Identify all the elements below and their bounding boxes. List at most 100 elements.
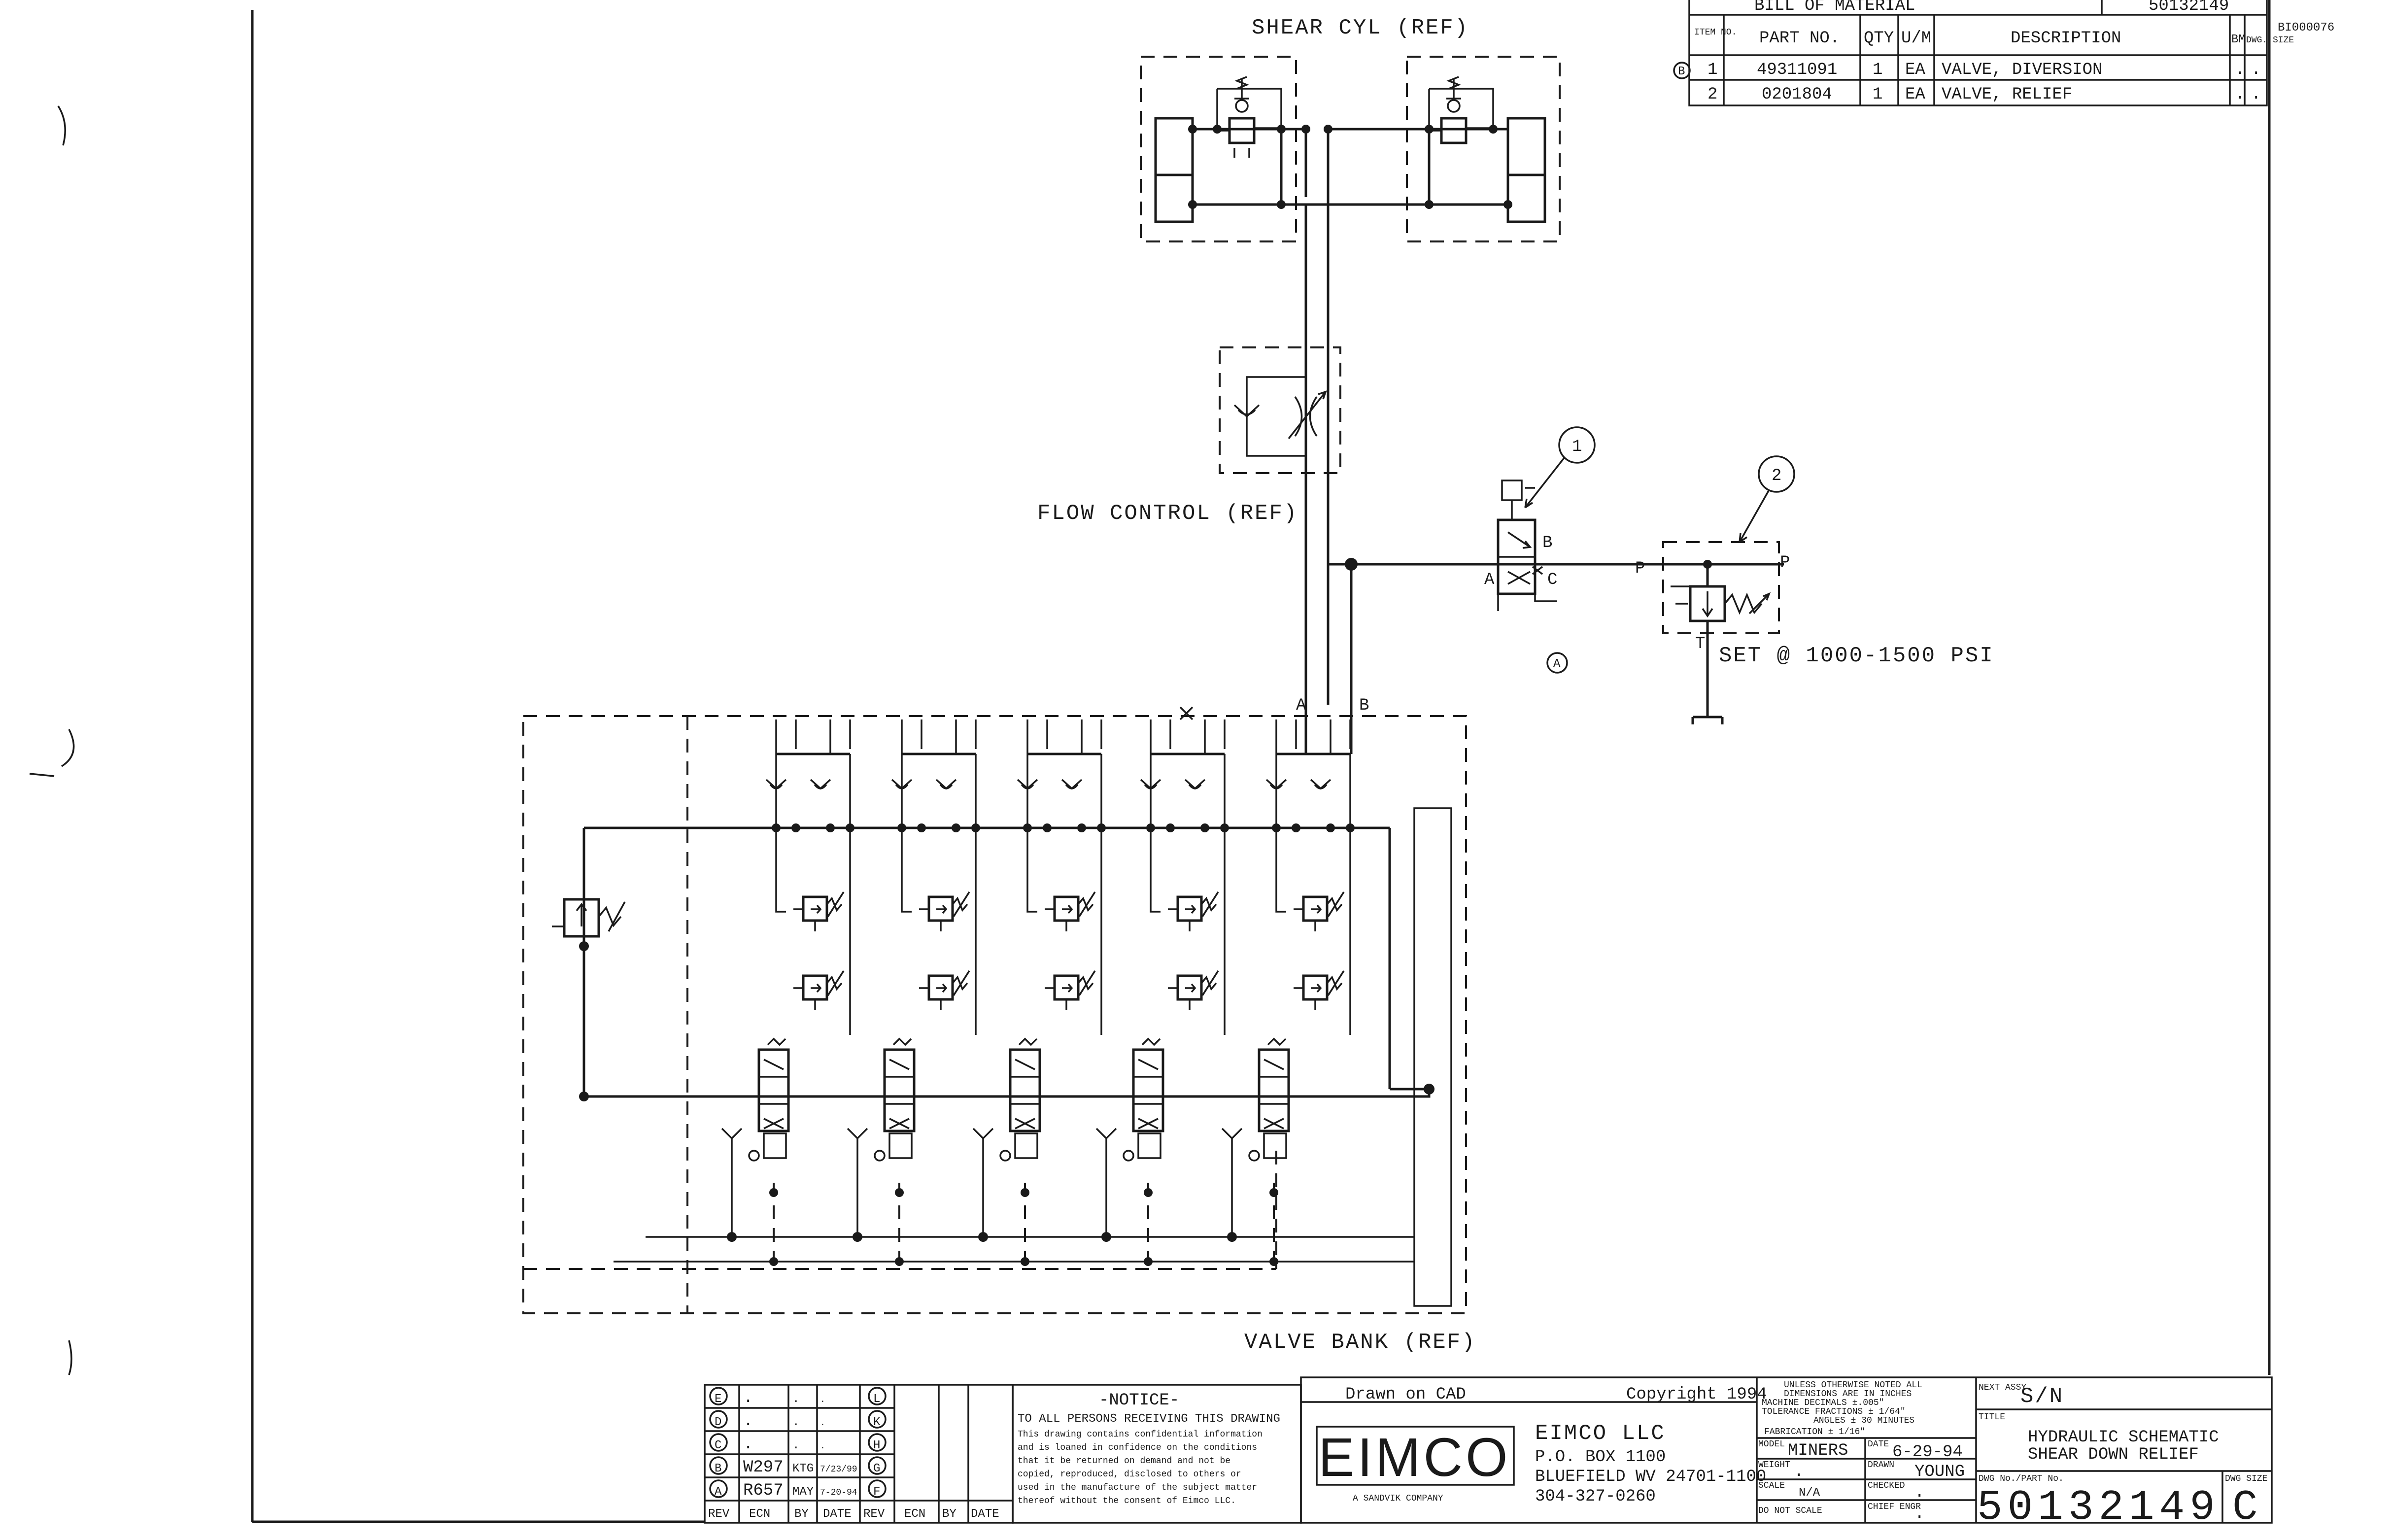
drawn-value: YOUNG: [1914, 1463, 1965, 1481]
section-4-rail-dot-2: [1166, 823, 1175, 832]
callout-1-bubble: [1558, 426, 1596, 464]
notice-line-1: This drawing contains confidential infor…: [1018, 1430, 1263, 1439]
section-1-ports: [775, 719, 851, 754]
bom-row-1-rev: B: [1678, 65, 1685, 78]
callout-2-number: 2: [1772, 467, 1781, 485]
section-4-lever: [1123, 1150, 1134, 1162]
notice-title: -NOTICE-: [1099, 1391, 1179, 1410]
section-3-relief-2-spring: [1045, 970, 1096, 1010]
valve-section-4: [1095, 719, 1229, 1266]
section-3-rail-dot-1: [1023, 823, 1032, 832]
section-1-handle: [763, 1132, 787, 1159]
rev-row-2-date: .: [820, 1441, 825, 1451]
valve-section-1: [721, 719, 854, 1266]
section-1-rail-dot-1: [772, 823, 781, 832]
section-1-relief-2-arrow: [811, 983, 822, 993]
rev-header-rev-2: REV: [863, 1507, 885, 1521]
rev-row-1-date: .: [820, 1418, 825, 1428]
section-1-spool-detail: [759, 1037, 788, 1129]
section-2-bottom-check: [847, 1128, 868, 1237]
section-3-spool-detail: [1010, 1037, 1040, 1129]
section-1-spool: [757, 1048, 790, 1132]
section-4-handle: [1137, 1132, 1161, 1159]
tol-line-6: FABRICATION ± 1/16": [1764, 1427, 1865, 1437]
relief-port-p-left: P: [1635, 559, 1645, 578]
bom-row-1-qty: 1: [1873, 61, 1882, 79]
rev-row-0-rev: E: [715, 1393, 721, 1406]
bom-row-2-dwg: .: [2251, 85, 2261, 104]
relief-port-p: P: [1780, 553, 1790, 572]
valve-sections: [721, 719, 1355, 1266]
dwg-no-label: DWG No./PART No.: [1979, 1474, 2064, 1484]
section-2-relief-2-arrow: [936, 983, 948, 993]
flow-control-label: FLOW CONTROL (REF): [1037, 501, 1298, 526]
rev-right-letter-0: L: [873, 1393, 880, 1406]
rev-header-by-2: BY: [942, 1507, 956, 1521]
section-3-lines: [1026, 754, 1102, 1035]
section-5-lever: [1248, 1150, 1260, 1162]
bill-of-material: BILL OF MATERIAL 50132149 ITEM NO. PART …: [1673, 0, 2294, 106]
rev-row-4-by: MAY: [792, 1485, 814, 1499]
section-5-relief-2-spring: [1294, 970, 1345, 1010]
rev-header-by: BY: [794, 1507, 809, 1521]
title-block: Drawn on CAD Copyright 1994 EIMCO A SAND…: [1300, 1376, 2273, 1532]
rev-header-date: DATE: [823, 1507, 852, 1521]
rev-circle-4: [709, 1479, 728, 1498]
model-value: MINERS: [1788, 1441, 1848, 1460]
do-not-scale: DO NOT SCALE: [1758, 1506, 1822, 1516]
section-3-ports: [1026, 719, 1102, 754]
valve-bank: A B: [522, 696, 1467, 1314]
date-label: DATE: [1868, 1439, 1889, 1449]
section-2-relief-1-spring: [919, 891, 970, 931]
bom-row-2-qty: 1: [1873, 85, 1882, 104]
rev-right-circle-4: [868, 1479, 887, 1498]
section-1-relief-1-spring: [793, 891, 845, 931]
notice-line-3: that it be returned on demand and not be: [1018, 1456, 1230, 1466]
valve-section-5: [1221, 719, 1355, 1266]
rev-row-2-by: .: [792, 1439, 799, 1452]
rev-circle-3: [709, 1456, 728, 1475]
section-4-check-2: [1184, 779, 1206, 790]
chief-value: .: [1914, 1505, 1924, 1523]
scale-label: SCALE: [1758, 1481, 1785, 1491]
company-phone: 304-327-0260: [1535, 1487, 1656, 1506]
rev-row-1-rev: D: [715, 1416, 721, 1429]
copyright: Copyright 1994: [1626, 1385, 1767, 1404]
section-5-relief-2-arrow: [1311, 983, 1322, 993]
section-5-handle: [1263, 1132, 1287, 1159]
diversion-port-b: B: [1542, 534, 1552, 552]
rev-header-rev: REV: [708, 1507, 730, 1521]
section-2-ports: [901, 719, 977, 754]
bom-row-1-part: 49311091: [1757, 61, 1837, 79]
bom-header-um: U/M: [1901, 29, 1931, 48]
section-5-bottom-check: [1221, 1128, 1243, 1237]
drawn-on-cad: Drawn on CAD: [1345, 1385, 1466, 1404]
company-address-2: BLUEFIELD WV 24701-1100: [1535, 1468, 1766, 1486]
diversion-port-a: A: [1484, 571, 1495, 589]
section-1-lines: [775, 754, 851, 1035]
callout-1-number: 1: [1572, 438, 1582, 456]
bom-header-bm: BM: [2231, 33, 2246, 46]
rev-right-circle-0: [868, 1387, 887, 1405]
section-4-bottom-check: [1095, 1128, 1117, 1237]
rev-row-3-rev: B: [715, 1462, 721, 1475]
company-name: EIMCO LLC: [1535, 1421, 1666, 1446]
notice-lead: TO ALL PERSONS RECEIVING THIS DRAWING: [1018, 1412, 1280, 1426]
section-3-relief-1-spring: [1045, 891, 1096, 931]
section-3-handle: [1014, 1132, 1038, 1159]
rev-right-circle-1: [868, 1410, 887, 1429]
section-5-rail-dot-2: [1292, 823, 1300, 832]
bom-row-2-desc: VALVE, RELIEF: [1942, 85, 2072, 104]
rev-header-ecn-2: ECN: [904, 1507, 925, 1521]
tol-line-2: DIMENSIONS ARE IN INCHES: [1784, 1389, 1912, 1399]
section-1-relief-2-spring: [793, 970, 845, 1010]
rev-right-letter-1: K: [873, 1416, 881, 1429]
section-2-rail-dot-3: [971, 823, 980, 832]
bom-header-part: PART NO.: [1759, 29, 1840, 48]
dwg-size-value: C: [2232, 1483, 2263, 1532]
tol-line-4: TOLERANCE FRACTIONS ± 1/64": [1762, 1407, 1906, 1417]
section-4-rail-dot-3: [1220, 823, 1229, 832]
section-4-ports: [1150, 719, 1226, 754]
bom-header-dwg: DWG. SIZE: [2246, 35, 2294, 45]
